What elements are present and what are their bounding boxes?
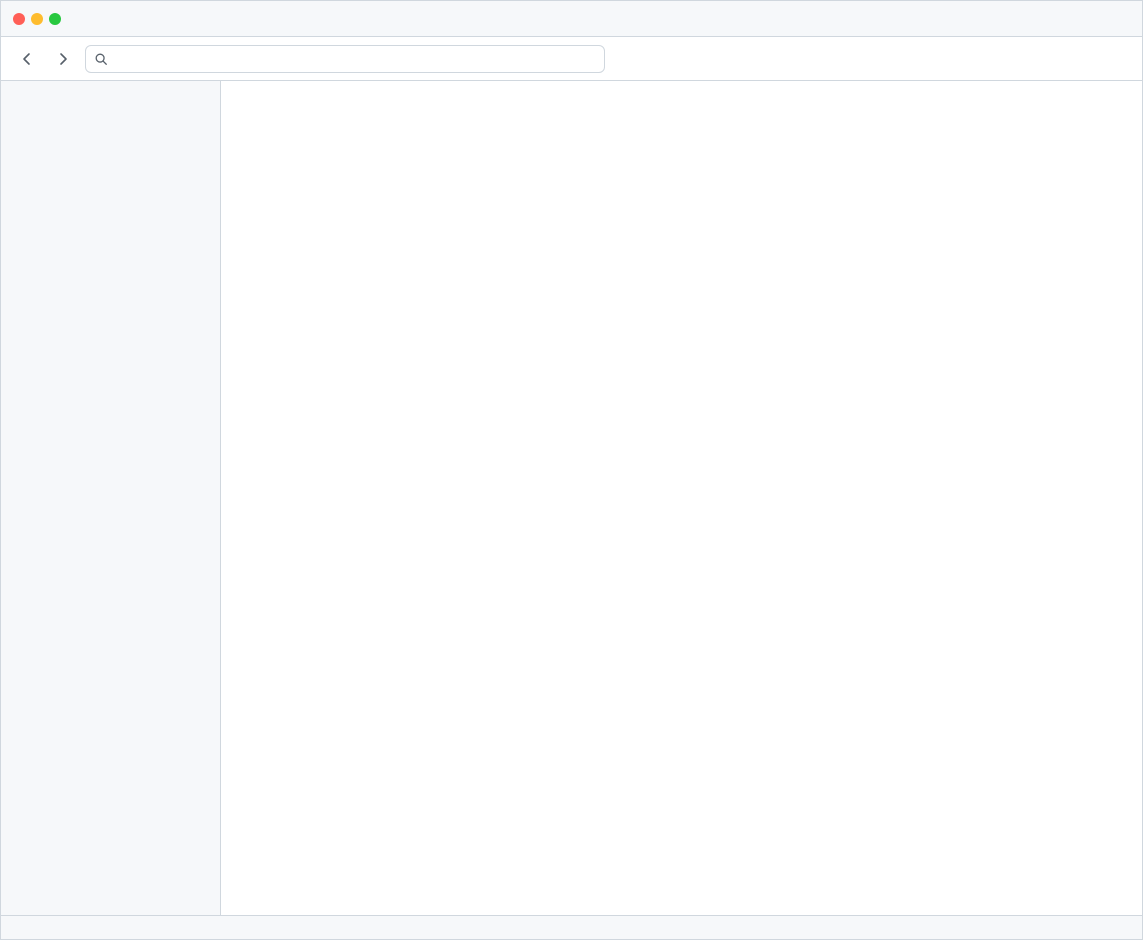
toolbar: [1, 37, 1142, 81]
sidebar: [1, 81, 221, 915]
close-window-icon[interactable]: [13, 12, 25, 25]
arrow-right-icon: [60, 52, 67, 65]
body-area: [1, 81, 1142, 915]
search-input[interactable]: [114, 51, 596, 66]
minimize-window-icon[interactable]: [31, 12, 43, 25]
title-bar: [1, 1, 1142, 37]
search-box[interactable]: [85, 44, 605, 73]
search-icon: [95, 53, 107, 65]
maximize-window-icon[interactable]: [49, 12, 61, 25]
back-button[interactable]: [13, 45, 41, 73]
window-controls: [13, 12, 61, 25]
arrow-left-icon: [23, 52, 30, 65]
forward-button[interactable]: [49, 45, 77, 73]
status-bar: [1, 915, 1142, 939]
main-content: [221, 81, 1142, 915]
